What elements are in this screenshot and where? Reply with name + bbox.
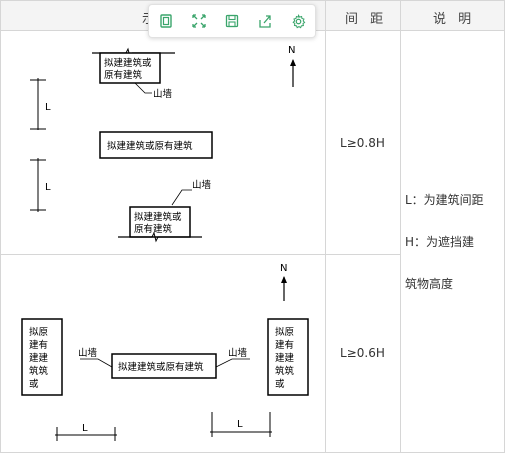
bottom-building-line2: 原有建筑 bbox=[134, 223, 173, 235]
right-building-line1: 拟原 bbox=[275, 326, 294, 338]
top-building-line1: 拟建建筑或 bbox=[104, 57, 152, 69]
right-building-line5: 或 bbox=[275, 378, 285, 390]
dim-label-lower: L bbox=[45, 182, 51, 193]
grid-line bbox=[0, 452, 505, 453]
right-building bbox=[267, 318, 309, 396]
grid-line bbox=[325, 0, 326, 453]
left-wall-label: 山墙 bbox=[78, 347, 98, 359]
middle-building bbox=[99, 131, 213, 159]
top-building-line2: 原有建筑 bbox=[104, 69, 143, 81]
diagram-row2: N 拟原 建有 建建 筑筑 或 山墙 拟建建筑或原有建筑 山墙 拟原 建有 建建… bbox=[21, 263, 309, 441]
bottom-building bbox=[129, 206, 191, 238]
left-building-line4: 筑筑 bbox=[29, 365, 49, 377]
left-building-line2: 建有 bbox=[29, 339, 48, 351]
left-building bbox=[21, 318, 63, 396]
center-building-label: 拟建建筑或原有建筑 bbox=[118, 361, 204, 373]
frame-icon[interactable] bbox=[156, 11, 176, 31]
wall-leader bbox=[80, 358, 113, 368]
center-building bbox=[111, 353, 217, 379]
left-building-line1: 拟原 bbox=[29, 326, 48, 338]
dim-label-left: L bbox=[82, 423, 88, 434]
north-label: N bbox=[280, 263, 287, 274]
right-building-line3: 建建 bbox=[275, 352, 295, 364]
share-icon[interactable] bbox=[255, 11, 275, 31]
right-wall-label: 山墙 bbox=[228, 347, 248, 359]
north-label: N bbox=[288, 45, 295, 56]
header-col2: 间 距 bbox=[345, 12, 388, 27]
diagram-row1: N 拟建建筑或 原有建筑 山墙 L 拟建建筑或原有建筑 L 山墙 拟建建筑或 原… bbox=[30, 45, 296, 243]
grid-line bbox=[0, 254, 400, 255]
spacing-value-row2: L≥0.6H bbox=[340, 346, 385, 360]
bottom-building-line1: 拟建建筑或 bbox=[134, 211, 182, 223]
spacing-value-row1: L≥0.8H bbox=[340, 136, 385, 150]
image-toolbar bbox=[148, 4, 316, 38]
wall-leader bbox=[134, 82, 152, 94]
left-building-line5: 或 bbox=[29, 378, 39, 390]
dim-label-upper: L bbox=[45, 102, 51, 113]
description-line2: H：为遮挡建 bbox=[405, 235, 475, 249]
wall-leader bbox=[171, 189, 192, 206]
settings-icon[interactable] bbox=[288, 11, 308, 31]
wall-leader bbox=[215, 358, 250, 368]
save-icon[interactable] bbox=[222, 11, 242, 31]
middle-building-label: 拟建建筑或原有建筑 bbox=[107, 140, 193, 152]
bottom-wall-label: 山墙 bbox=[192, 179, 212, 191]
expand-icon[interactable] bbox=[189, 11, 209, 31]
right-building-line4: 筑筑 bbox=[275, 365, 295, 377]
top-building bbox=[99, 52, 161, 84]
grid-line bbox=[400, 0, 401, 453]
top-wall-label: 山墙 bbox=[153, 88, 173, 100]
description-line3: 筑物高度 bbox=[405, 277, 454, 291]
north-arrowhead-icon bbox=[290, 59, 296, 66]
break-symbol bbox=[151, 231, 159, 243]
left-building-line3: 建建 bbox=[29, 352, 49, 364]
description-line1: L：为建筑间距 bbox=[405, 193, 484, 207]
grid-line bbox=[0, 0, 505, 1]
north-arrowhead-icon bbox=[281, 276, 287, 283]
grid-line bbox=[0, 0, 1, 453]
dim-label-right: L bbox=[237, 419, 243, 430]
right-building-line2: 建有 bbox=[275, 339, 294, 351]
header-col3: 说 明 bbox=[433, 12, 476, 27]
